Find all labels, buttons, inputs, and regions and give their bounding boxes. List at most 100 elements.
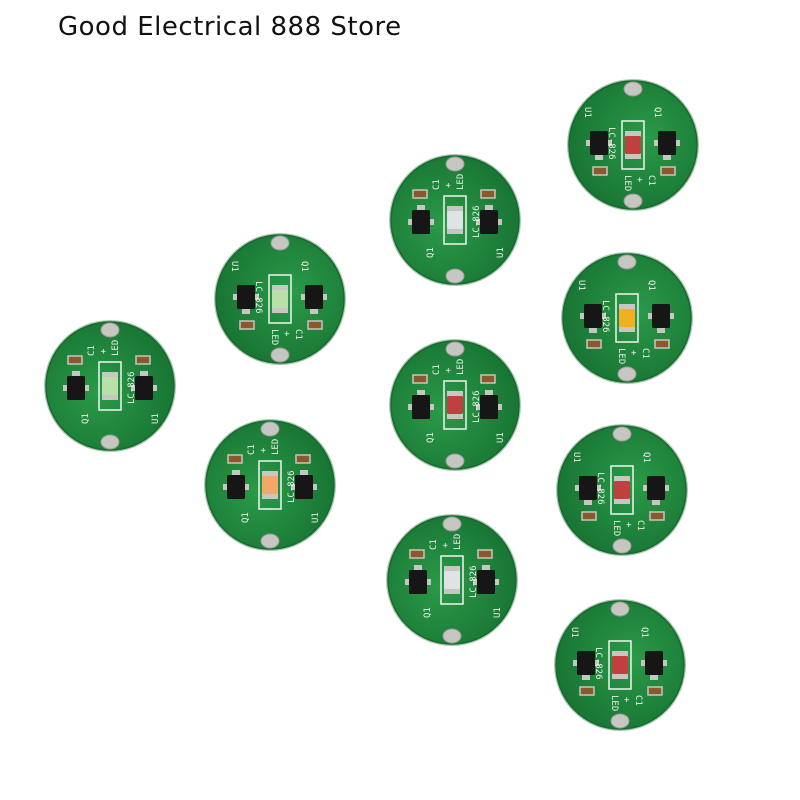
u1-label: U1 xyxy=(151,413,161,424)
q1-label: Q1 xyxy=(299,261,309,272)
model-label: LC-826 xyxy=(253,281,263,314)
led-outline xyxy=(608,640,632,690)
solder-pad xyxy=(617,366,637,382)
regulator-chip xyxy=(480,210,498,234)
capacitor xyxy=(592,166,608,176)
led-label: LED xyxy=(269,329,279,345)
transistor-chip xyxy=(645,651,663,675)
plus-label: + xyxy=(621,697,631,703)
u1-label: U1 xyxy=(571,452,581,463)
solder-pad xyxy=(445,156,465,172)
led-outline xyxy=(98,361,122,411)
model-label: LC-826 xyxy=(287,470,297,503)
capacitor xyxy=(477,549,493,559)
smd-led xyxy=(444,571,460,589)
capacitor xyxy=(579,686,595,696)
smd-led xyxy=(619,309,635,327)
plus-label: + xyxy=(634,177,644,183)
transistor-chip xyxy=(412,395,430,419)
led-outline xyxy=(440,555,464,605)
c1-label: C1 xyxy=(429,539,439,550)
capacitor xyxy=(660,166,676,176)
capacitor xyxy=(480,374,496,384)
solder-pad xyxy=(610,713,630,729)
u1-label: U1 xyxy=(496,247,506,258)
capacitor xyxy=(649,511,665,521)
led-outline xyxy=(268,274,292,324)
smd-led xyxy=(262,476,278,494)
q1-label: Q1 xyxy=(423,607,433,618)
u1-label: U1 xyxy=(576,280,586,291)
u1-label: U1 xyxy=(493,607,503,618)
capacitor xyxy=(239,320,255,330)
plus-label: + xyxy=(281,331,291,337)
c1-label: C1 xyxy=(633,695,643,706)
c1-label: C1 xyxy=(635,520,645,531)
c1-label: C1 xyxy=(293,329,303,340)
led-label: LED xyxy=(456,174,466,190)
capacitor xyxy=(586,339,602,349)
model-label: LC-826 xyxy=(472,390,482,423)
solder-pad xyxy=(610,601,630,617)
smd-led xyxy=(625,136,641,154)
model-label: LC-826 xyxy=(469,565,479,598)
model-label: LC-826 xyxy=(600,300,610,333)
smd-led xyxy=(102,377,118,395)
capacitor xyxy=(67,355,83,365)
regulator-chip xyxy=(584,304,602,328)
c1-label: C1 xyxy=(640,348,650,359)
led-outline xyxy=(258,460,282,510)
capacitor xyxy=(412,374,428,384)
u1-label: U1 xyxy=(496,432,506,443)
c1-label: C1 xyxy=(432,179,442,190)
led-outline xyxy=(621,120,645,170)
capacitor xyxy=(227,454,243,464)
solder-pad xyxy=(445,453,465,469)
plus-label: + xyxy=(99,348,109,354)
capacitor xyxy=(654,339,670,349)
smd-led xyxy=(612,656,628,674)
solder-pad xyxy=(445,268,465,284)
led-label: LED xyxy=(453,534,463,550)
model-label: LC-826 xyxy=(593,647,603,680)
model-label: LC-826 xyxy=(606,127,616,160)
led-label: LED xyxy=(609,695,619,711)
solder-pad xyxy=(623,81,643,97)
model-label: LC-826 xyxy=(127,371,137,404)
led-outline xyxy=(443,195,467,245)
capacitor xyxy=(135,355,151,365)
regulator-chip xyxy=(480,395,498,419)
solder-pad xyxy=(442,516,462,532)
capacitor xyxy=(412,189,428,199)
capacitor xyxy=(409,549,425,559)
transistor-chip xyxy=(227,475,245,499)
capacitor xyxy=(581,511,597,521)
c1-label: C1 xyxy=(87,345,97,356)
regulator-chip xyxy=(590,131,608,155)
transistor-chip xyxy=(652,304,670,328)
solder-pad xyxy=(623,193,643,209)
c1-label: C1 xyxy=(432,364,442,375)
solder-pad xyxy=(260,533,280,549)
smd-led xyxy=(614,481,630,499)
led-label: LED xyxy=(271,439,281,455)
c1-label: C1 xyxy=(247,444,257,455)
q1-label: Q1 xyxy=(639,627,649,638)
plus-label: + xyxy=(441,542,451,548)
transistor-chip xyxy=(409,570,427,594)
solder-pad xyxy=(270,347,290,363)
transistor-chip xyxy=(658,131,676,155)
q1-label: Q1 xyxy=(641,452,651,463)
q1-label: Q1 xyxy=(426,247,436,258)
solder-pad xyxy=(442,628,462,644)
led-label: LED xyxy=(622,175,632,191)
u1-label: U1 xyxy=(569,627,579,638)
